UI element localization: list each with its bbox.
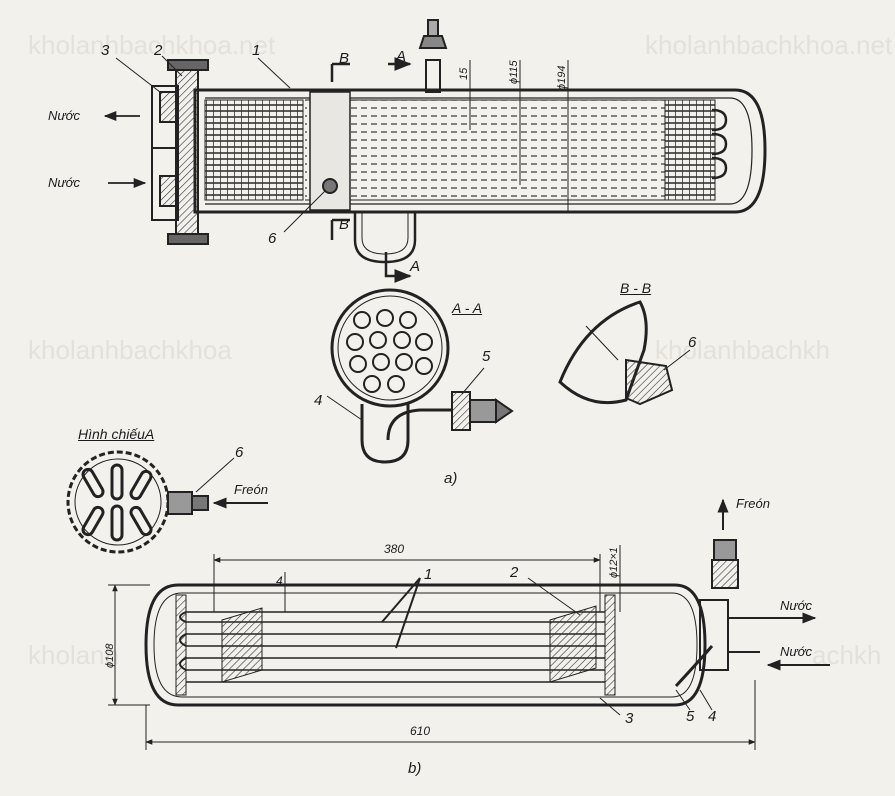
caption-a: a)	[444, 470, 458, 487]
callout-b-3: 3	[625, 710, 634, 727]
watermark: kholanhbachkhoa	[28, 335, 232, 365]
callout-1: 1	[252, 42, 261, 59]
water-in-label: Nước	[48, 175, 80, 190]
dim-380: 380	[384, 542, 405, 556]
callout-b-2: 2	[510, 564, 519, 581]
water-out-label: Nước	[48, 108, 80, 123]
callout-6-b: 6	[688, 334, 697, 351]
caption-b: b)	[408, 760, 422, 777]
callout-4: 4	[314, 392, 323, 409]
section-mark-a-bottom: A	[410, 258, 421, 275]
section-b-b	[558, 300, 691, 406]
section-mark-b-bottom: B	[339, 216, 350, 233]
callout-b-5: 5	[686, 708, 695, 725]
watermark: kholanhbachkh	[655, 335, 830, 365]
callout-2: 2	[154, 42, 163, 59]
condenser-a-side-view	[103, 19, 767, 283]
dim-4: 4	[276, 574, 283, 588]
callout-5: 5	[482, 348, 491, 365]
dim-115: ϕ115	[508, 60, 520, 84]
dim-194: ϕ194	[556, 65, 568, 90]
dim-610: 610	[410, 724, 431, 738]
callout-b-4: 4	[708, 708, 717, 725]
dim-15: 15	[458, 67, 470, 80]
dim-12x1: ϕ12×1	[608, 547, 620, 578]
water-out-label-b: Nước	[780, 598, 812, 613]
watermark: kholanhbachkhoa.net	[645, 30, 893, 60]
section-mark-b-top: B	[339, 50, 350, 67]
section-b-b-title: B - B	[620, 280, 652, 296]
condenser-b	[108, 498, 830, 750]
watermark: kholanhbachkhoa.net	[28, 30, 276, 60]
callout-6: 6	[268, 230, 277, 247]
water-in-label-b: Nước	[780, 644, 812, 659]
dim-108: ϕ108	[104, 643, 116, 668]
callout-b-1: 1	[424, 566, 433, 583]
view-a	[66, 450, 268, 554]
section-a-a	[326, 288, 514, 464]
view-a-callout-6: 6	[235, 444, 244, 461]
view-a-freon-label: Freón	[234, 482, 268, 497]
freon-out-label: Freón	[736, 496, 770, 511]
callout-3: 3	[101, 42, 110, 59]
section-a-a-title: A - A	[452, 300, 483, 316]
watermark: kholanh	[28, 640, 120, 670]
view-a-title: Hình chiếuA	[78, 426, 155, 442]
section-mark-a-top: A	[396, 48, 407, 65]
